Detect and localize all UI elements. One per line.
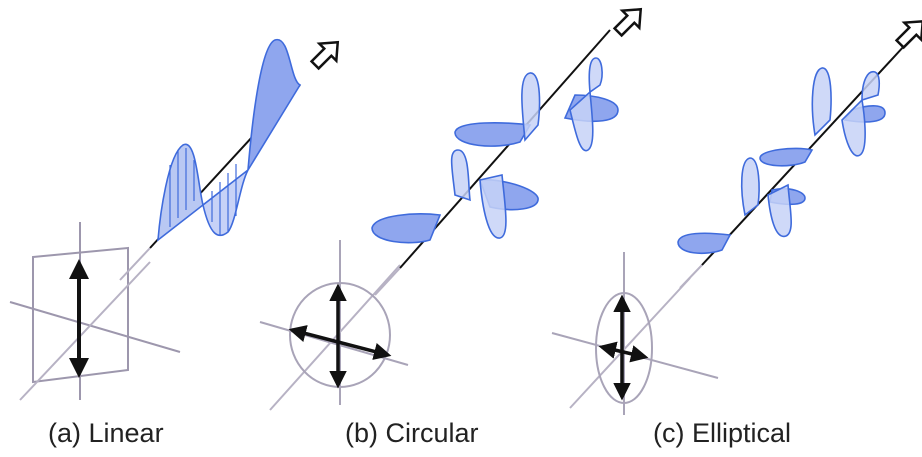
caption-elliptical: (c) Elliptical: [653, 418, 792, 448]
circular-beam-tail: [374, 267, 401, 296]
caption-circular: (b) Circular: [345, 418, 479, 448]
circular-wave-vertical: [450, 57, 603, 239]
circular-vector-horizontal: [288, 325, 392, 360]
elliptical-axes: [551, 252, 719, 415]
propagation-arrow-icon: [612, 7, 643, 38]
propagation-arrow-icon: [894, 19, 922, 50]
elliptical-wave-vertical: [740, 67, 881, 238]
linear-wave: [157, 39, 302, 242]
caption-linear: (a) Linear: [48, 418, 164, 448]
elliptical-panel: [551, 19, 922, 415]
elliptical-vector-horizontal: [598, 341, 649, 363]
linear-beam-tail: [119, 247, 151, 281]
circular-panel: [259, 7, 643, 411]
linear-frame: [9, 222, 181, 401]
elliptical-beam-tail: [679, 264, 703, 289]
circular-axes: [259, 240, 409, 411]
propagation-arrow-icon: [309, 40, 340, 71]
linear-panel: [9, 39, 340, 401]
